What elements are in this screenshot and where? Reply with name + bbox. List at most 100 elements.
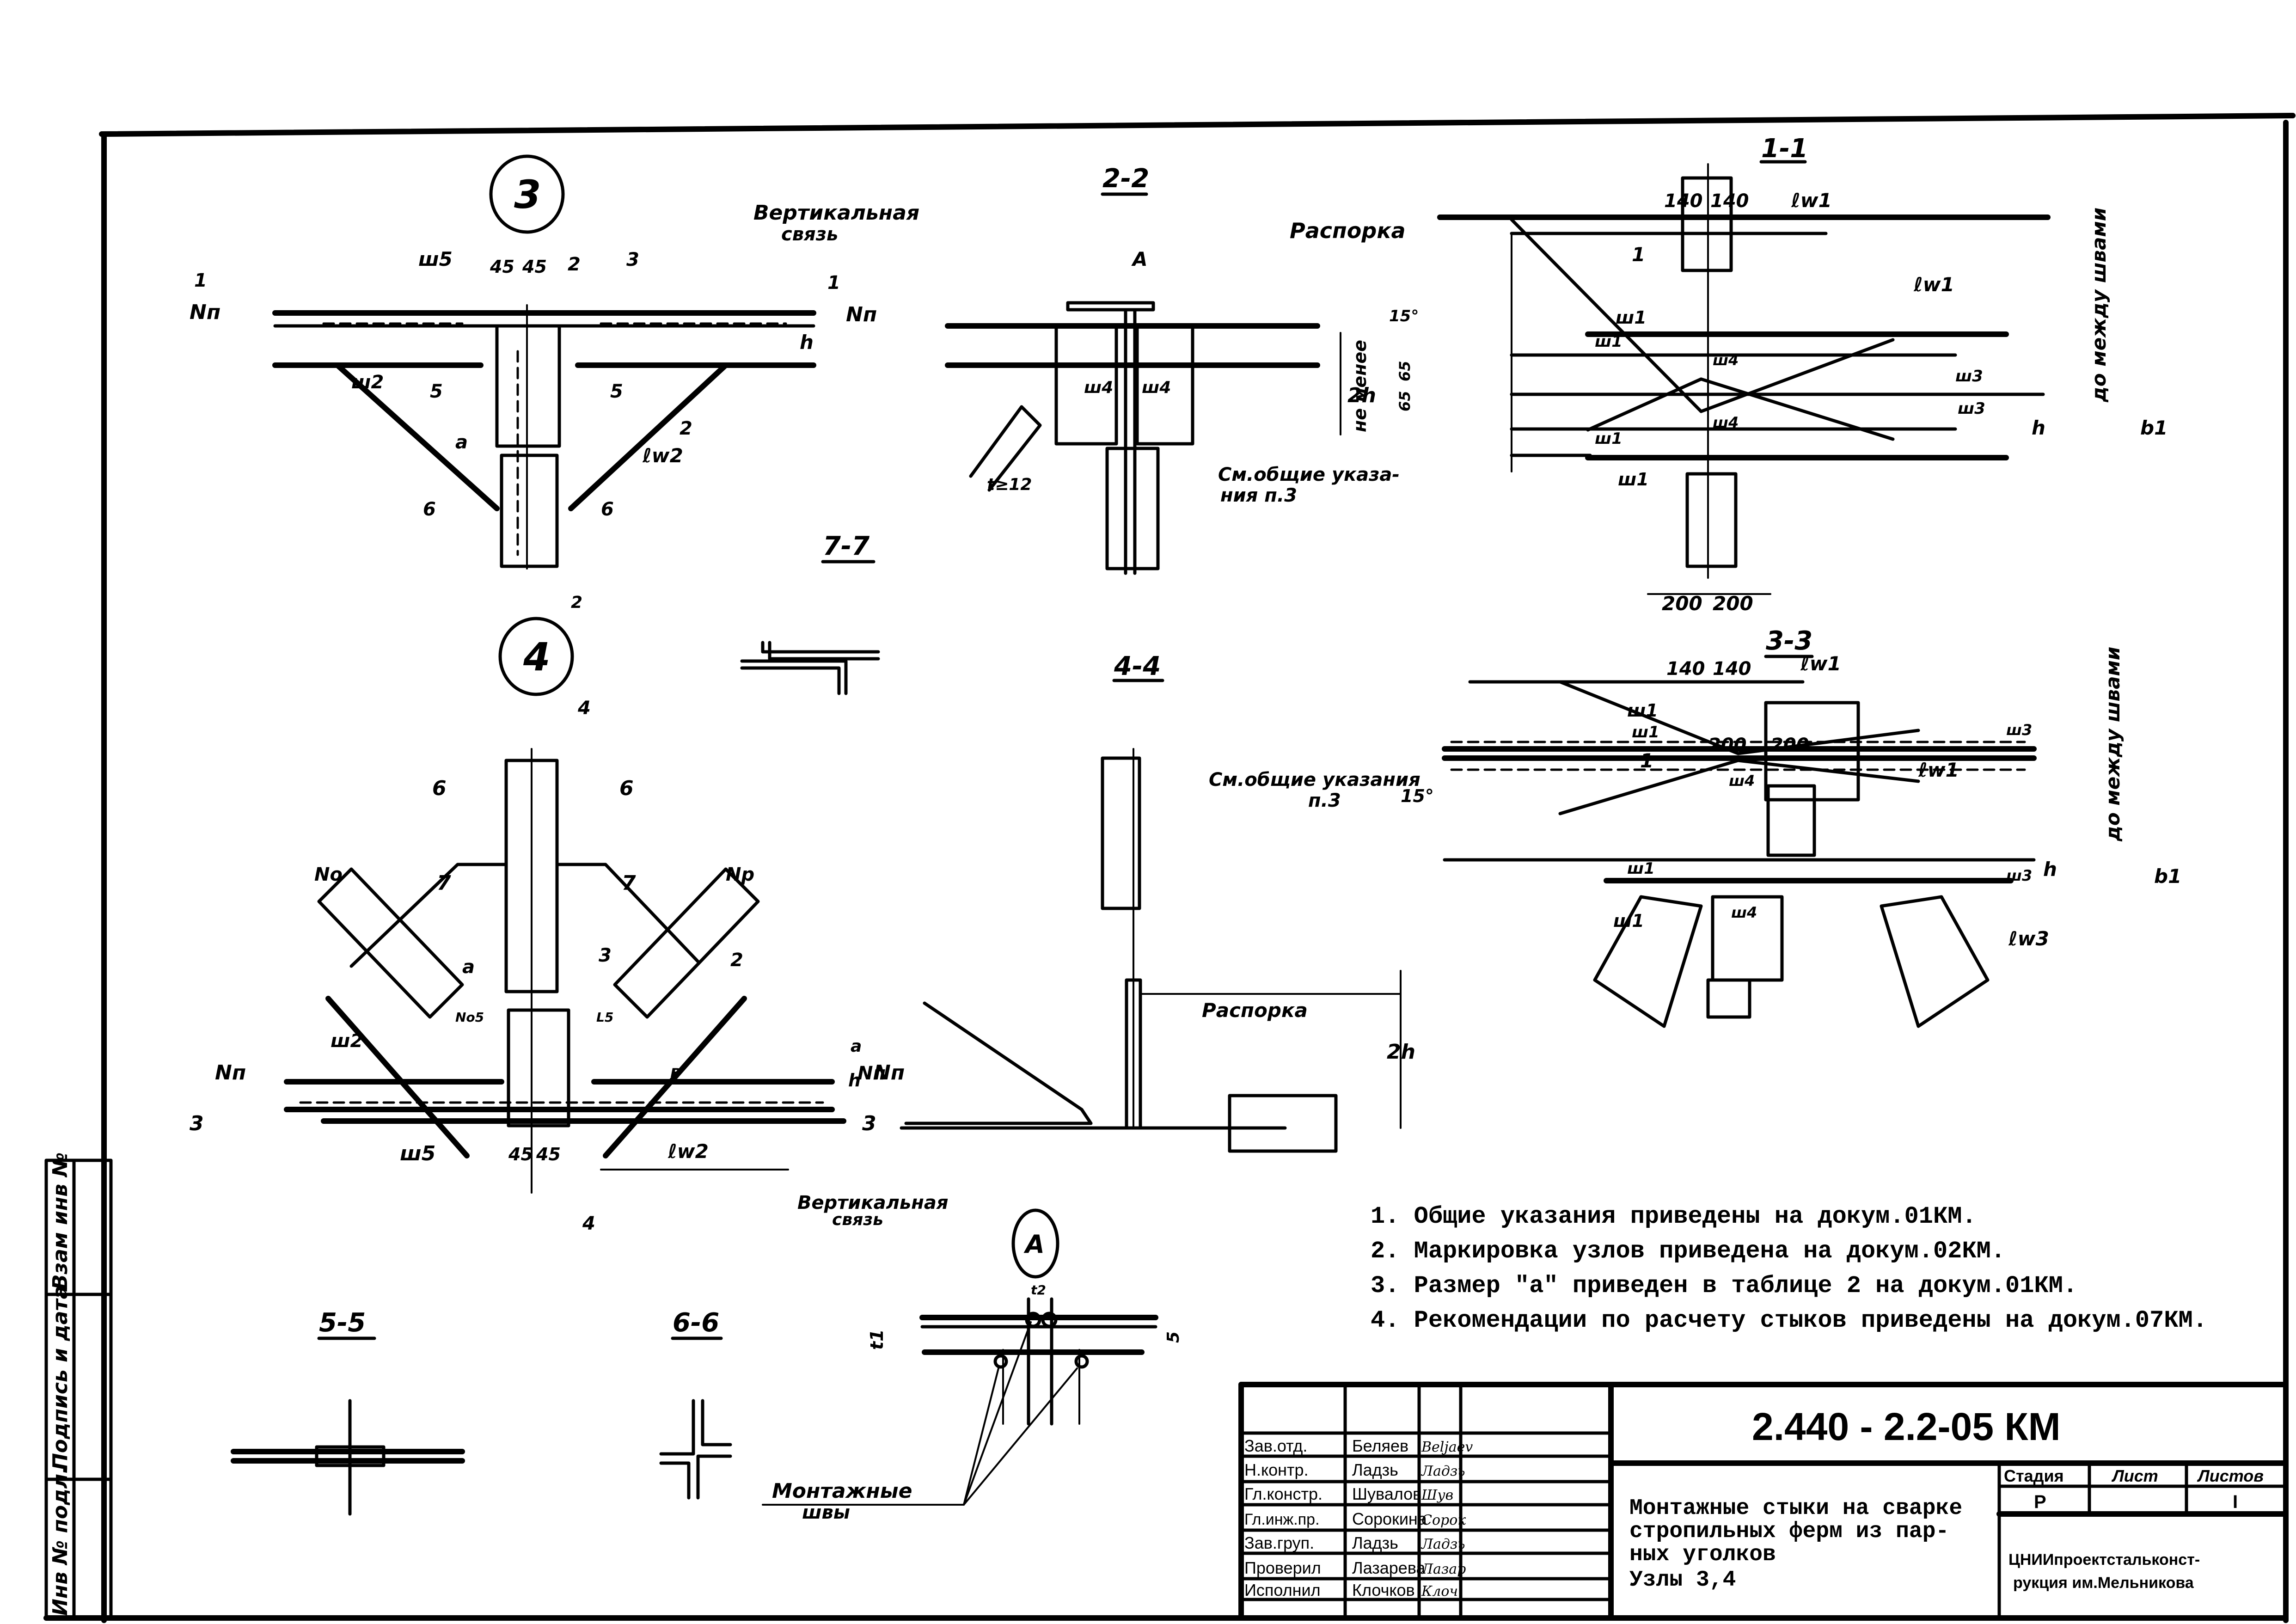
section-2-2-t: t≥12 — [987, 475, 1032, 494]
sheet-frame — [43, 113, 2296, 1623]
section-1-1-w1c: ш1 — [1595, 429, 1623, 448]
section-2-2-vertical-brace-2: связь — [781, 224, 838, 245]
signature-row: Исполнил Клочков Клоч — [1244, 1581, 1458, 1599]
section-3-3-b1: b1 — [2154, 865, 2181, 888]
section-3-3-view: 3-3 140 140 ℓw1 200 200 1 15° ℓw1 ш1 ш1 … — [1401, 626, 2181, 1028]
node-3-h: h — [800, 331, 814, 354]
section-3-3-w4a: ш4 — [1729, 772, 1755, 790]
sheets-value: I — [2233, 1492, 2238, 1512]
node-3-a: а — [455, 432, 468, 453]
node-4-marker: 4 — [523, 634, 550, 680]
section-3-3-between-welds: до между швами — [2101, 647, 2124, 842]
section-4-4-see-notes-2: п.3 — [1308, 790, 1341, 811]
node-4-np-left: Nп — [215, 1061, 246, 1085]
section-3-3-d140a: 140 — [1666, 658, 1705, 680]
signature-mark: Шув — [1421, 1487, 1453, 1503]
section-3-3-d200b: 200 — [1770, 735, 1809, 756]
signature-name: Шувалов — [1352, 1484, 1421, 1503]
node-4-cut-6-left: 6 — [432, 777, 447, 800]
signature-mark: Ладзь — [1420, 1463, 1465, 1479]
section-3-3-part-1: 1 — [1640, 749, 1653, 772]
node-4-w5: ш5 — [400, 1142, 435, 1165]
node-3-cut-2-bottom: 2 — [571, 593, 582, 612]
section-4-4-vertical-brace-2: связь — [832, 1210, 883, 1229]
note-1: 1. Общие указания приведены на докум.01К… — [1371, 1203, 1977, 1230]
section-3-3-lw1-diag: ℓw1 — [1918, 759, 1959, 781]
signature-name: Клочков — [1352, 1581, 1415, 1599]
section-1-1-h: h — [2032, 417, 2045, 439]
section-3-3-lw3: ℓw3 — [2008, 927, 2049, 950]
section-3-3-w1a: ш1 — [1627, 700, 1658, 721]
section-1-1-b1: b1 — [2140, 417, 2167, 439]
side-stamp-signature-date: Подпись и дата — [49, 1285, 72, 1470]
node-4-cut-4-top: 4 — [577, 698, 591, 719]
section-3-3-h: h — [2043, 858, 2057, 881]
signature-name: Беляев — [1352, 1436, 1408, 1455]
section-1-1-w4a: ш4 — [1713, 351, 1739, 369]
section-1-1-lw1-diag: ℓw1 — [1913, 273, 1954, 296]
drawing-title-line-4: Узлы 3,4 — [1629, 1568, 1736, 1593]
signature-name: Сорокина — [1352, 1509, 1427, 1528]
section-6-6-view: 6-6 — [659, 1308, 732, 1500]
drawing-title-line-2: стропильных ферм из пар- — [1629, 1519, 1949, 1544]
node-3-view: 3 ш5 45 45 2 3 1 1 Nп Nп h ш2 5 5 2 а ℓw… — [190, 154, 877, 612]
detail-a-view: А t2 t1 5 Монтажные швы — [762, 1208, 1183, 1523]
node-4-d45a: 45 — [508, 1144, 533, 1164]
section-4-4-title: 4-4 — [1114, 651, 1161, 681]
detail-a-marker-circle — [1011, 1208, 1059, 1279]
side-stamp: Взам инв № Подпись и дата Инв № подл. — [44, 1152, 113, 1620]
section-2-2-detail-a: А — [1131, 248, 1148, 270]
general-notes: 1. Общие указания приведены на докум.01К… — [1371, 1203, 2207, 1334]
detail-a-mounting-welds: Монтажные — [772, 1479, 912, 1503]
node-4-cut-4-bottom: 4 — [582, 1213, 595, 1234]
section-1-1-d200b: 200 — [1713, 592, 1753, 615]
signature-row: Гл.констр. Шувалов Шув — [1244, 1484, 1453, 1503]
drawing-title-line-3: ных уголков — [1629, 1542, 1776, 1567]
stage-header: Стадия — [2004, 1466, 2064, 1485]
section-1-1-view: 1-1 140 140 ℓw1 1 ℓw1 15° ш1 ш1 ш1 ш1 ш4… — [1389, 134, 2167, 615]
section-1-1-d65a: 65 — [1396, 361, 1414, 381]
detail-a-mounting-welds-2: швы — [802, 1502, 850, 1523]
signature-role: Зав.груп. — [1244, 1533, 1314, 1552]
section-2-2-see-notes: См.общие указа- — [1218, 464, 1400, 485]
section-7-7-title: 7-7 — [823, 531, 869, 561]
signature-mark: Лазар — [1420, 1561, 1466, 1577]
drawing-code: 2.440 - 2.2-05 КМ — [1752, 1405, 2061, 1448]
signature-mark: Сорок — [1421, 1512, 1466, 1528]
node-4-no: Nо — [314, 864, 343, 885]
detail-a-dim-5: 5 — [1164, 1331, 1183, 1343]
section-3-3-w1c: ш1 — [1627, 859, 1655, 878]
section-3-3-w1d: ш1 — [1613, 911, 1644, 931]
node-3-part-2: 2 — [680, 418, 692, 439]
section-3-3-d200a: 200 — [1708, 735, 1747, 756]
section-2-2-title: 2-2 — [1102, 164, 1149, 194]
signature-role: Н.контр. — [1244, 1460, 1309, 1479]
note-2: 2. Маркировка узлов приведена на докум.0… — [1371, 1238, 2005, 1265]
node-3-marker: 3 — [514, 172, 541, 217]
section-3-3-angle: 15° — [1401, 786, 1434, 806]
organization-line-1: ЦНИИпроектстальконст- — [2008, 1551, 2200, 1569]
node-4-no5: Nо5 — [455, 1010, 484, 1025]
signature-role: Гл.констр. — [1244, 1484, 1322, 1503]
signature-name: Лазарева — [1352, 1558, 1426, 1577]
node-4-a: а — [462, 956, 475, 978]
section-3-3-d140b: 140 — [1713, 658, 1751, 680]
section-4-4-strut: Распорка — [1202, 999, 1308, 1022]
node-3-cut-6-left: 6 — [423, 499, 436, 520]
node-3-dim-45a: 45 — [490, 257, 514, 277]
node-4-l5: L5 — [596, 1010, 613, 1025]
organization-line-2: рукция им.Мельникова — [2013, 1574, 2194, 1592]
node-4-np: Nр — [726, 864, 754, 885]
section-1-1-angle: 15° — [1389, 307, 1419, 325]
signature-row: Зав.отд. Беляев Beljaev — [1244, 1436, 1473, 1455]
section-1-1-w1d: ш1 — [1618, 469, 1649, 490]
signature-role: Гл.инж.пр. — [1244, 1511, 1320, 1528]
section-7-7-view: 7-7 — [740, 531, 880, 695]
section-1-1-lw1-top: ℓw1 — [1791, 189, 1832, 212]
section-1-1-between-welds: до между швами — [2088, 208, 2110, 403]
node-3-np-left: Nп — [190, 300, 220, 324]
node-3-cut-2: 2 — [568, 254, 581, 275]
node-3-cut-5-left: 5 — [430, 381, 443, 402]
side-stamp-original-inv: Инв № подл. — [49, 1466, 72, 1616]
